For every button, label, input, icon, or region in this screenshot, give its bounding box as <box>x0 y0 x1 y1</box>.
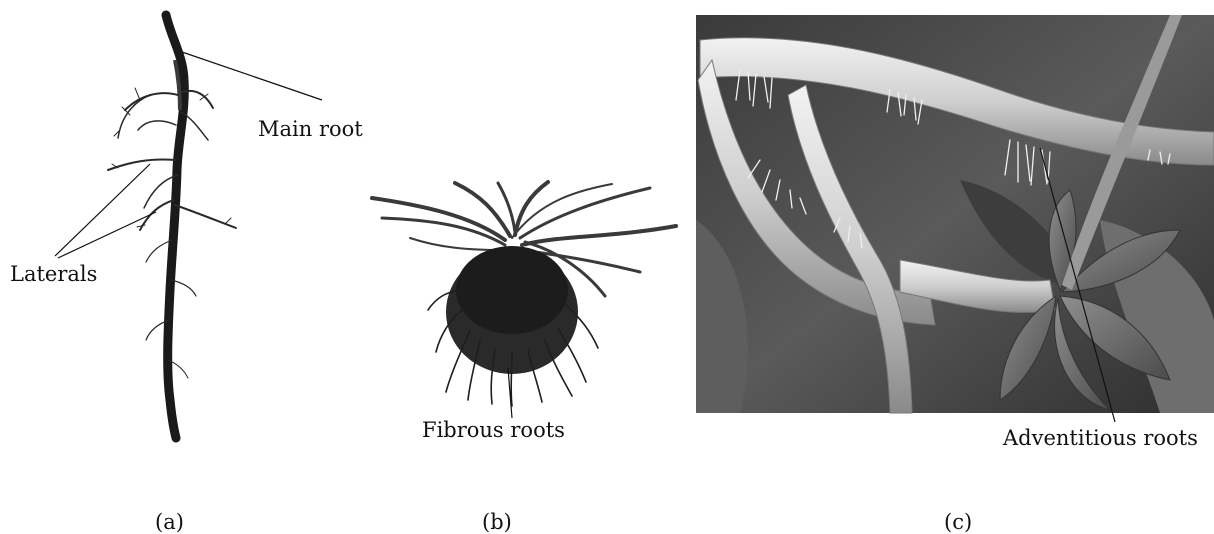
caption-b: (b) <box>482 512 512 533</box>
caption-a: (a) <box>155 512 184 533</box>
adventitious-roots-photo <box>696 15 1214 422</box>
adventitious-roots-label: Adventitious roots <box>1003 428 1198 449</box>
caption-c: (c) <box>944 512 972 533</box>
taproot-illustration <box>55 15 322 438</box>
laterals-label: Laterals <box>10 264 97 285</box>
fibrous-roots-label: Fibrous roots <box>422 420 565 441</box>
main-root-label: Main root <box>258 119 363 140</box>
main-root-shape <box>166 15 184 438</box>
fibrous-roots-photo <box>366 180 682 418</box>
